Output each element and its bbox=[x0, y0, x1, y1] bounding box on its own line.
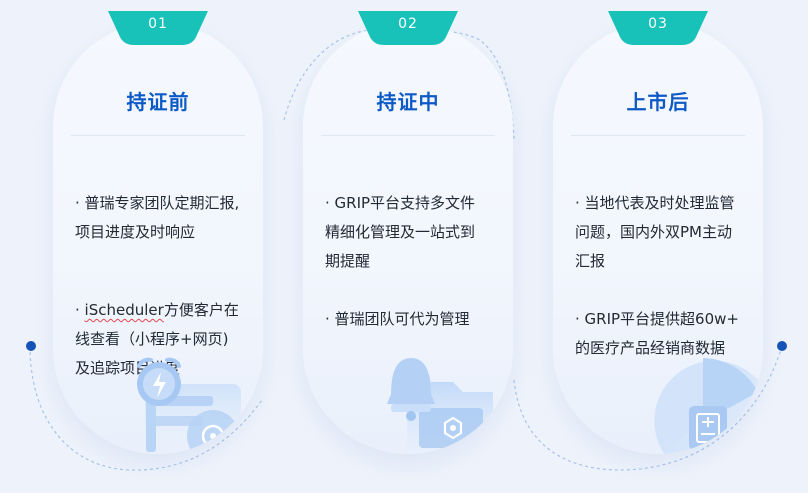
connector-dot-right bbox=[777, 341, 787, 351]
connector-dot-left bbox=[26, 341, 36, 351]
stage-title: 持证中 bbox=[376, 90, 440, 114]
title-divider bbox=[571, 135, 745, 136]
alarm-clock-icon bbox=[137, 357, 241, 454]
title-divider bbox=[71, 135, 245, 136]
stage-points: · 普瑞专家团队定期汇报, 项目进度及时响应 · iScheduler方便客户在… bbox=[75, 160, 259, 412]
step-number: 01 bbox=[148, 16, 168, 32]
stage-point: · GRIP平台支持多文件 精细化管理及一站式到 期提醒 bbox=[325, 194, 476, 270]
stage-card-during-certification: 持证中 · GRIP平台支持多文件 精细化管理及一站式到 期提醒 · 普瑞团队可… bbox=[303, 22, 513, 454]
step-number: 03 bbox=[648, 16, 668, 32]
stage-points: · 当地代表及时处理监管 问题，国内外双PM主动 汇报 · GRIP平台提供超6… bbox=[575, 160, 759, 392]
step-number: 02 bbox=[398, 16, 418, 32]
stage-point: · 普瑞团队可代为管理 bbox=[325, 310, 470, 328]
stage-points: · GRIP平台支持多文件 精细化管理及一站式到 期提醒 · 普瑞团队可代为管理 bbox=[325, 160, 509, 363]
bell-folder-icon bbox=[387, 358, 493, 454]
stage-point: · iScheduler方便客户在 线查看（小程序+网页) 及追踪项目进度 bbox=[75, 301, 239, 377]
stage-point: · GRIP平台提供超60w+ 的医疗产品经销商数据 bbox=[575, 310, 739, 357]
step-number-tab: 03 bbox=[608, 11, 708, 45]
stage-card-before-certification: 持证前 · 普瑞专家团队定期汇报, 项目进度及时响应 · iScheduler方… bbox=[53, 22, 263, 454]
step-number-tab: 01 bbox=[108, 11, 208, 45]
stage-title: 上市后 bbox=[626, 90, 690, 114]
step-number-tab: 02 bbox=[358, 11, 458, 45]
stage-title: 持证前 bbox=[126, 90, 190, 114]
pie-document-icon bbox=[654, 358, 763, 454]
stage-point: · 当地代表及时处理监管 问题，国内外双PM主动 汇报 bbox=[575, 194, 735, 270]
stage-card-post-market: 上市后 · 当地代表及时处理监管 问题，国内外双PM主动 汇报 · GRIP平台… bbox=[553, 22, 763, 454]
title-divider bbox=[321, 135, 495, 136]
spellcheck-underline: iScheduler bbox=[84, 301, 164, 319]
stage-point: · 普瑞专家团队定期汇报, 项目进度及时响应 bbox=[75, 194, 240, 241]
